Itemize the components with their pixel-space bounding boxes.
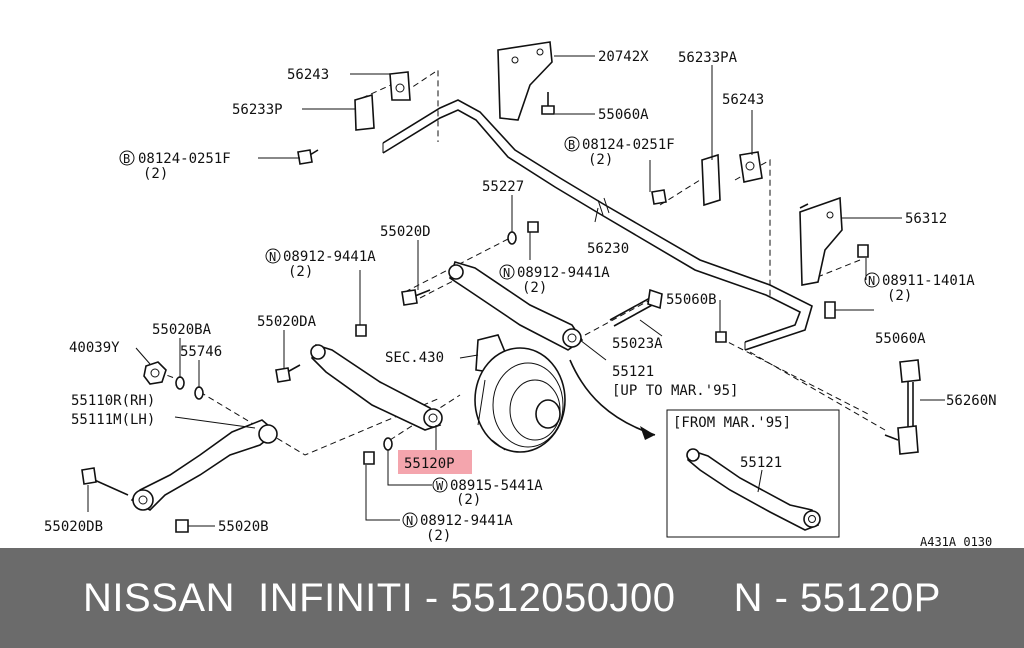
small-hardware bbox=[143, 221, 727, 465]
label-qty: (2) bbox=[288, 264, 313, 280]
inset-box bbox=[666, 409, 840, 538]
symbol-n: N bbox=[269, 250, 276, 264]
label-55227: 55227 bbox=[482, 179, 524, 195]
label-56243: 56243 bbox=[722, 92, 764, 108]
label-56233p: 56233P bbox=[232, 102, 283, 118]
clamp-left bbox=[297, 71, 411, 165]
label-08911-1401a: 08911-1401A bbox=[882, 273, 975, 289]
label-55060a: 55060A bbox=[875, 331, 926, 347]
label-from-mar-95: [FROM MAR.'95] bbox=[673, 415, 791, 431]
arm-55110r bbox=[81, 419, 278, 533]
label-56233pa: 56233PA bbox=[678, 50, 738, 66]
bolt-55023a bbox=[609, 288, 663, 327]
label-56312: 56312 bbox=[905, 211, 947, 227]
part-labels: 56243 56233P 08124-0251F (2) 20742X 5623… bbox=[44, 49, 997, 548]
label-55020b: 55020B bbox=[218, 519, 269, 535]
label-up-to-mar-95: [UP TO MAR.'95] bbox=[612, 383, 738, 399]
inset-arrow bbox=[569, 359, 656, 440]
clamp-right bbox=[651, 151, 763, 207]
label-55020d: 55020D bbox=[380, 224, 431, 240]
label-qty: (2) bbox=[522, 280, 547, 296]
label-55746: 55746 bbox=[180, 344, 222, 360]
label-55020ba: 55020BA bbox=[152, 322, 212, 338]
label-56260n: 56260N bbox=[946, 393, 997, 409]
label-55110r: 55110R(RH) bbox=[71, 393, 155, 409]
label-55060a: 55060A bbox=[598, 107, 649, 123]
label-55020da: 55020DA bbox=[257, 314, 317, 330]
diagram-code: A431A 0130 bbox=[920, 535, 992, 548]
label-08915-5441a: 08915-5441A bbox=[450, 478, 543, 494]
label-sec-430: SEC.430 bbox=[385, 350, 444, 366]
label-55020db: 55020DB bbox=[44, 519, 103, 535]
bracket-56312 bbox=[799, 196, 869, 319]
footer-title: NISSAN INFINITI - 5512050J00 N - 55120P bbox=[83, 575, 941, 620]
label-20742x: 20742X bbox=[598, 49, 649, 65]
label-55111m: 55111M(LH) bbox=[71, 412, 155, 428]
label-qty: (2) bbox=[426, 528, 451, 544]
label-08912-9441a: 08912-9441A bbox=[420, 513, 513, 529]
label-55121: 55121 bbox=[612, 364, 654, 380]
symbol-n: N bbox=[503, 266, 510, 280]
parts-diagram: B B N N N W N 56243 56233P 08124-0251F (… bbox=[44, 41, 997, 548]
leader-lines bbox=[87, 55, 945, 527]
label-qty: (2) bbox=[588, 152, 613, 168]
stabilizer-link bbox=[884, 359, 921, 455]
lower-link-55120p bbox=[275, 324, 443, 431]
symbol-b: B bbox=[123, 152, 130, 166]
label-55060b: 55060B bbox=[666, 292, 717, 308]
axle-hub bbox=[474, 334, 566, 453]
footer-bar: NISSAN INFINITI - 5512050J00 N - 55120P bbox=[0, 548, 1024, 648]
highlight-55120p bbox=[398, 450, 472, 474]
label-qty: (2) bbox=[887, 288, 912, 304]
symbol-n: N bbox=[406, 514, 413, 528]
symbol-n: N bbox=[868, 274, 875, 288]
symbol-letters: B B N N N W N bbox=[123, 138, 875, 528]
symbol-b: B bbox=[568, 138, 575, 152]
label-55023a: 55023A bbox=[612, 336, 663, 352]
label-08124-0251f: 08124-0251F bbox=[582, 137, 675, 153]
label-56230: 56230 bbox=[587, 241, 629, 257]
label-55120p: 55120P bbox=[404, 456, 455, 472]
label-qty: (2) bbox=[143, 166, 168, 182]
label-qty: (2) bbox=[456, 492, 481, 508]
bracket-20742x bbox=[497, 41, 555, 121]
label-08124-0251f: 08124-0251F bbox=[138, 151, 231, 167]
label-inset-55121: 55121 bbox=[740, 455, 782, 471]
stabilizer-bar bbox=[382, 99, 813, 351]
label-08912-9441a: 08912-9441A bbox=[283, 249, 376, 265]
symbol-circles bbox=[119, 136, 880, 528]
label-40039y: 40039Y bbox=[69, 340, 120, 356]
label-08912-9441a: 08912-9441A bbox=[517, 265, 610, 281]
upper-link-55121 bbox=[401, 261, 584, 351]
symbol-w: W bbox=[436, 479, 444, 493]
label-56243: 56243 bbox=[287, 67, 329, 83]
